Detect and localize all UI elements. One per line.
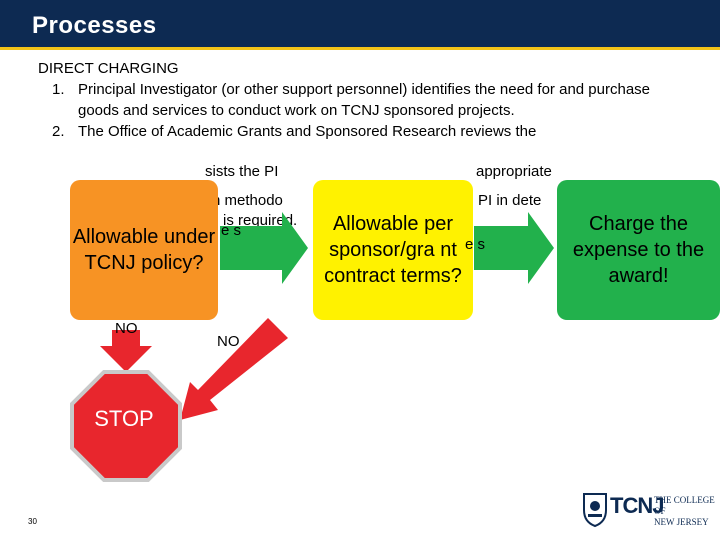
arrow-label: e s xyxy=(221,222,242,239)
contract-check-box: Allowable per sponsor/gra nt contract te… xyxy=(313,180,473,320)
charge-box: Charge the expense to the award! xyxy=(557,180,720,320)
stop-label: STOP xyxy=(94,406,154,431)
body-text: DIRECT CHARGING 1.Principal Investigator… xyxy=(38,58,678,142)
right-arrow xyxy=(474,212,554,284)
down-arrow xyxy=(100,330,152,372)
text-fragment: is required. xyxy=(223,212,298,229)
text-fragment: PI in dete xyxy=(478,192,542,209)
step-list: 1.Principal Investigator (or other suppo… xyxy=(38,79,678,142)
no-label: NO xyxy=(217,333,240,350)
list-item: 1.Principal Investigator (or other suppo… xyxy=(52,81,650,119)
text-fragment: appropriate xyxy=(476,163,552,180)
logo-wordmark: TCNJ xyxy=(610,493,664,518)
slide-title: Processes xyxy=(32,12,157,39)
stop-sign xyxy=(70,370,182,482)
text-fragment: n methodo xyxy=(212,192,283,209)
policy-check-box: Allowable under TCNJ policy? xyxy=(70,180,218,320)
no-label: NO xyxy=(115,320,138,337)
page-number: 30 xyxy=(28,517,37,526)
diagonal-arrow xyxy=(180,318,288,420)
text-fragment: sists the PI xyxy=(205,163,279,180)
right-arrow xyxy=(220,212,308,284)
title-underline xyxy=(0,47,720,50)
tcnj-seal-icon xyxy=(583,493,607,528)
arrow-label: e s xyxy=(465,236,486,253)
list-item: 2.The Office of Academic Grants and Spon… xyxy=(52,123,537,140)
title-bar xyxy=(0,0,720,47)
section-heading: DIRECT CHARGING xyxy=(38,60,179,77)
